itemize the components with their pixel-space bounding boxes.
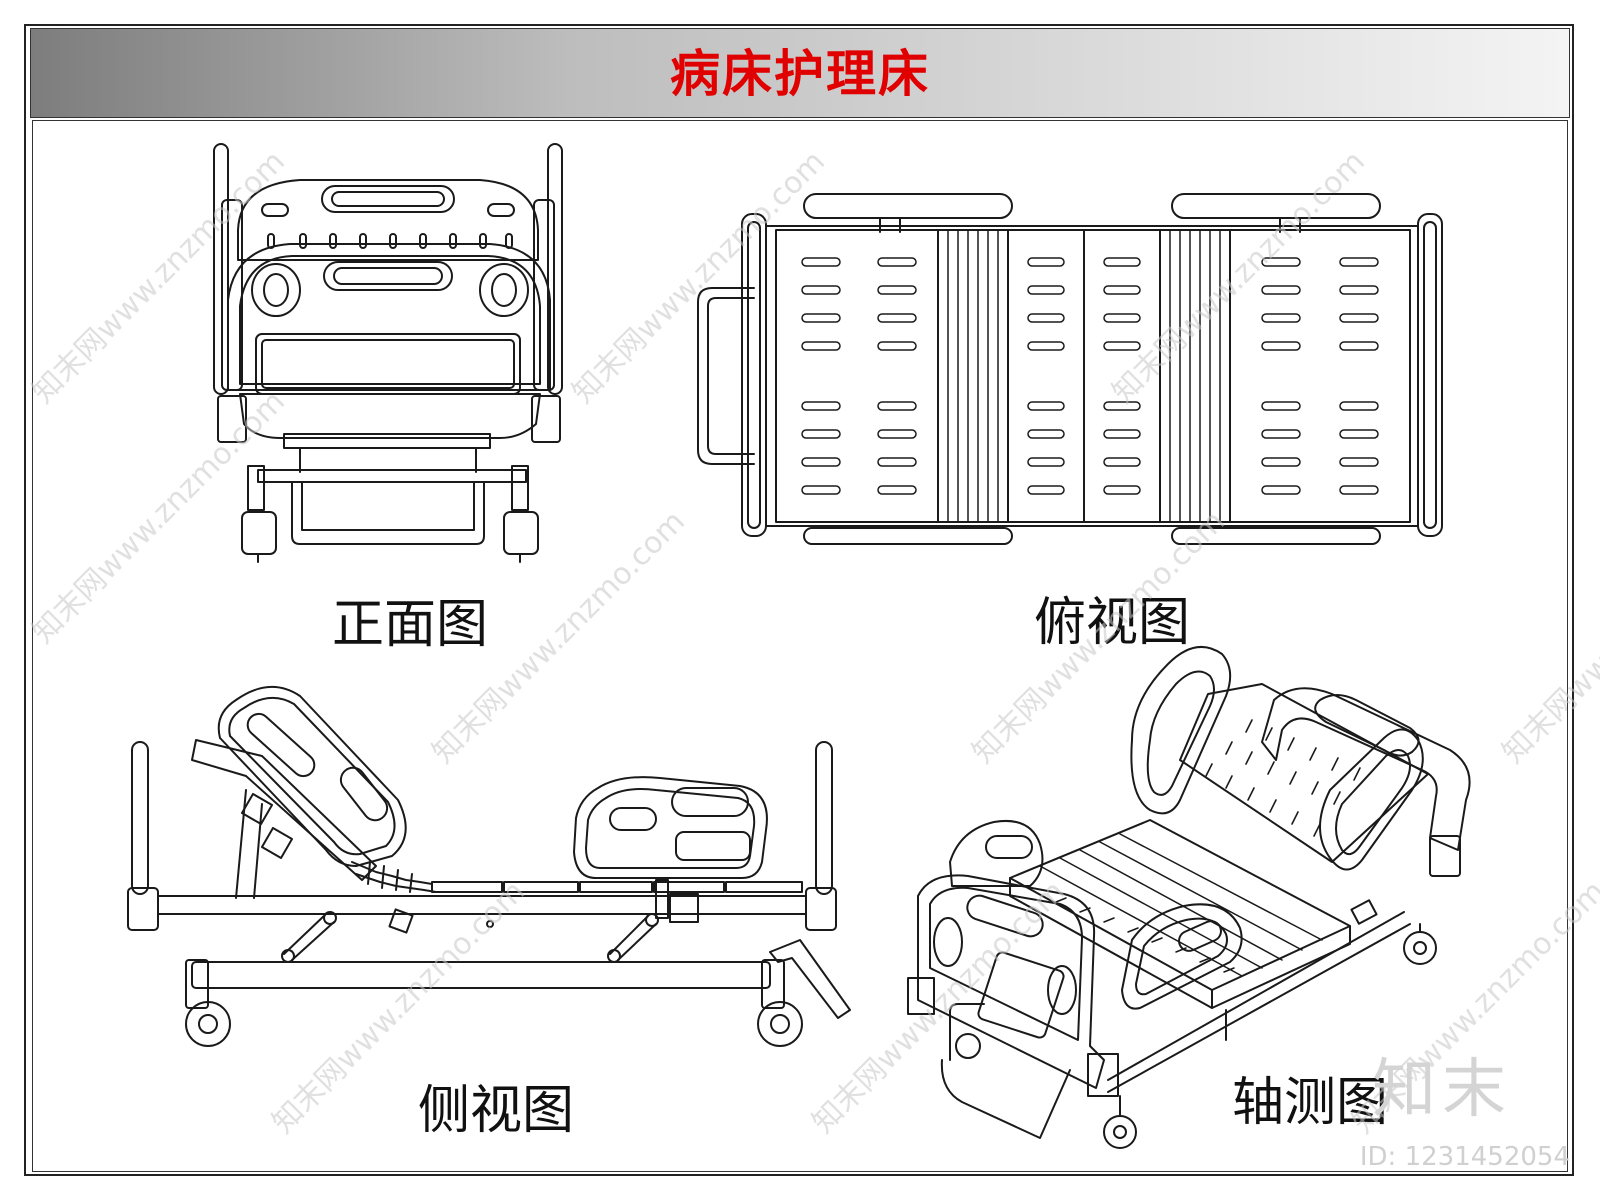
iso-view-label: 轴测图 [1232, 1073, 1389, 1133]
top-view-label: 俯视图 [1034, 593, 1191, 653]
top-view-drawing [697, 193, 1443, 545]
page-title: 病床护理床 [670, 45, 930, 103]
image-id: ID: 1231452054 [1359, 1142, 1570, 1172]
brand-watermark: 知末 [1372, 1053, 1512, 1127]
front-view-drawing [213, 143, 563, 563]
title-banner: 病床护理床 [30, 28, 1570, 118]
side-view-drawing [127, 685, 851, 1047]
front-view-label: 正面图 [332, 595, 489, 655]
top-slots [801, 257, 1379, 495]
iso-view-drawing [907, 646, 1471, 1149]
front-slats [267, 233, 513, 249]
top-corrugation [947, 229, 1221, 523]
iso-back-slots [1205, 719, 1361, 837]
drawing-panel [32, 120, 1568, 1172]
iso-deck-lines [1039, 833, 1323, 977]
drawing-frame [24, 24, 1574, 1176]
side-view-label: 侧视图 [418, 1081, 575, 1141]
